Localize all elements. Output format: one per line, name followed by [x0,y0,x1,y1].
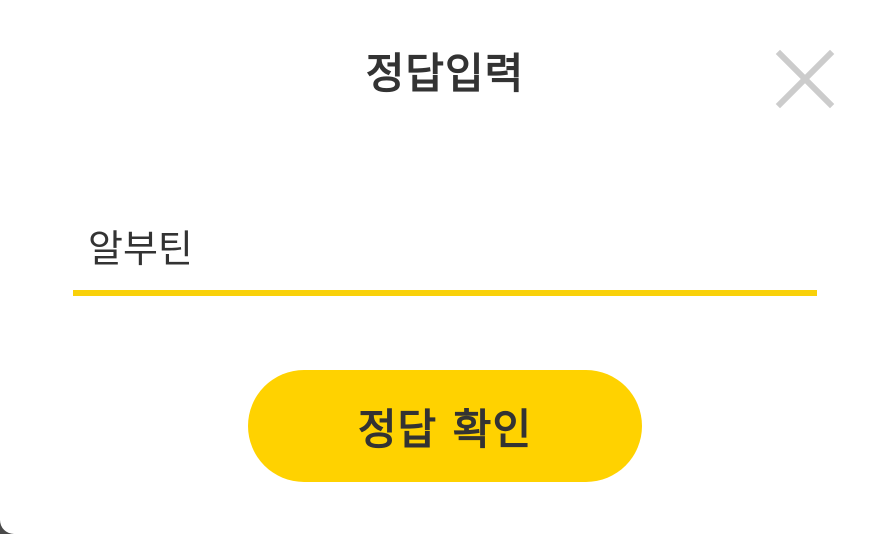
confirm-answer-button[interactable]: 정답 확인 [248,370,642,482]
answer-input[interactable] [73,200,817,296]
close-icon [775,49,835,109]
close-button[interactable] [774,48,836,110]
dialog-title: 정답입력 [365,49,525,98]
